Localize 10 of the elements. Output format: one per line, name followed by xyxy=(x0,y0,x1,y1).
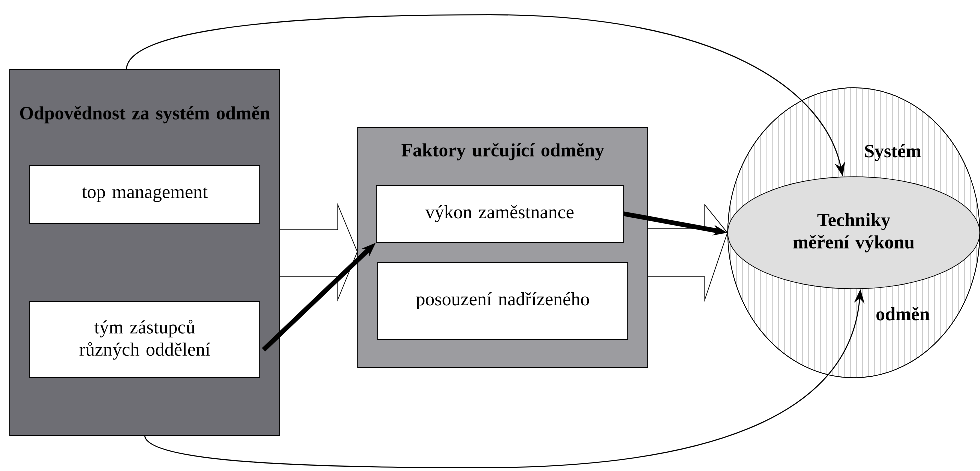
sphere-label: Systém xyxy=(865,144,922,162)
panel-heading: Faktory určující odměny xyxy=(402,143,604,161)
text-box: tým zástupců různých oddělení xyxy=(30,302,260,378)
panel-heading: Odpovědnost za systém odměn xyxy=(20,106,270,124)
block-arrow xyxy=(648,204,728,302)
text-box: posouzení nadřízeného xyxy=(378,262,628,340)
block-arrow xyxy=(280,203,358,302)
text-box: výkon zaměstnance xyxy=(376,185,624,243)
sphere-label: odměn xyxy=(876,307,930,321)
text-box: top management xyxy=(30,166,260,224)
